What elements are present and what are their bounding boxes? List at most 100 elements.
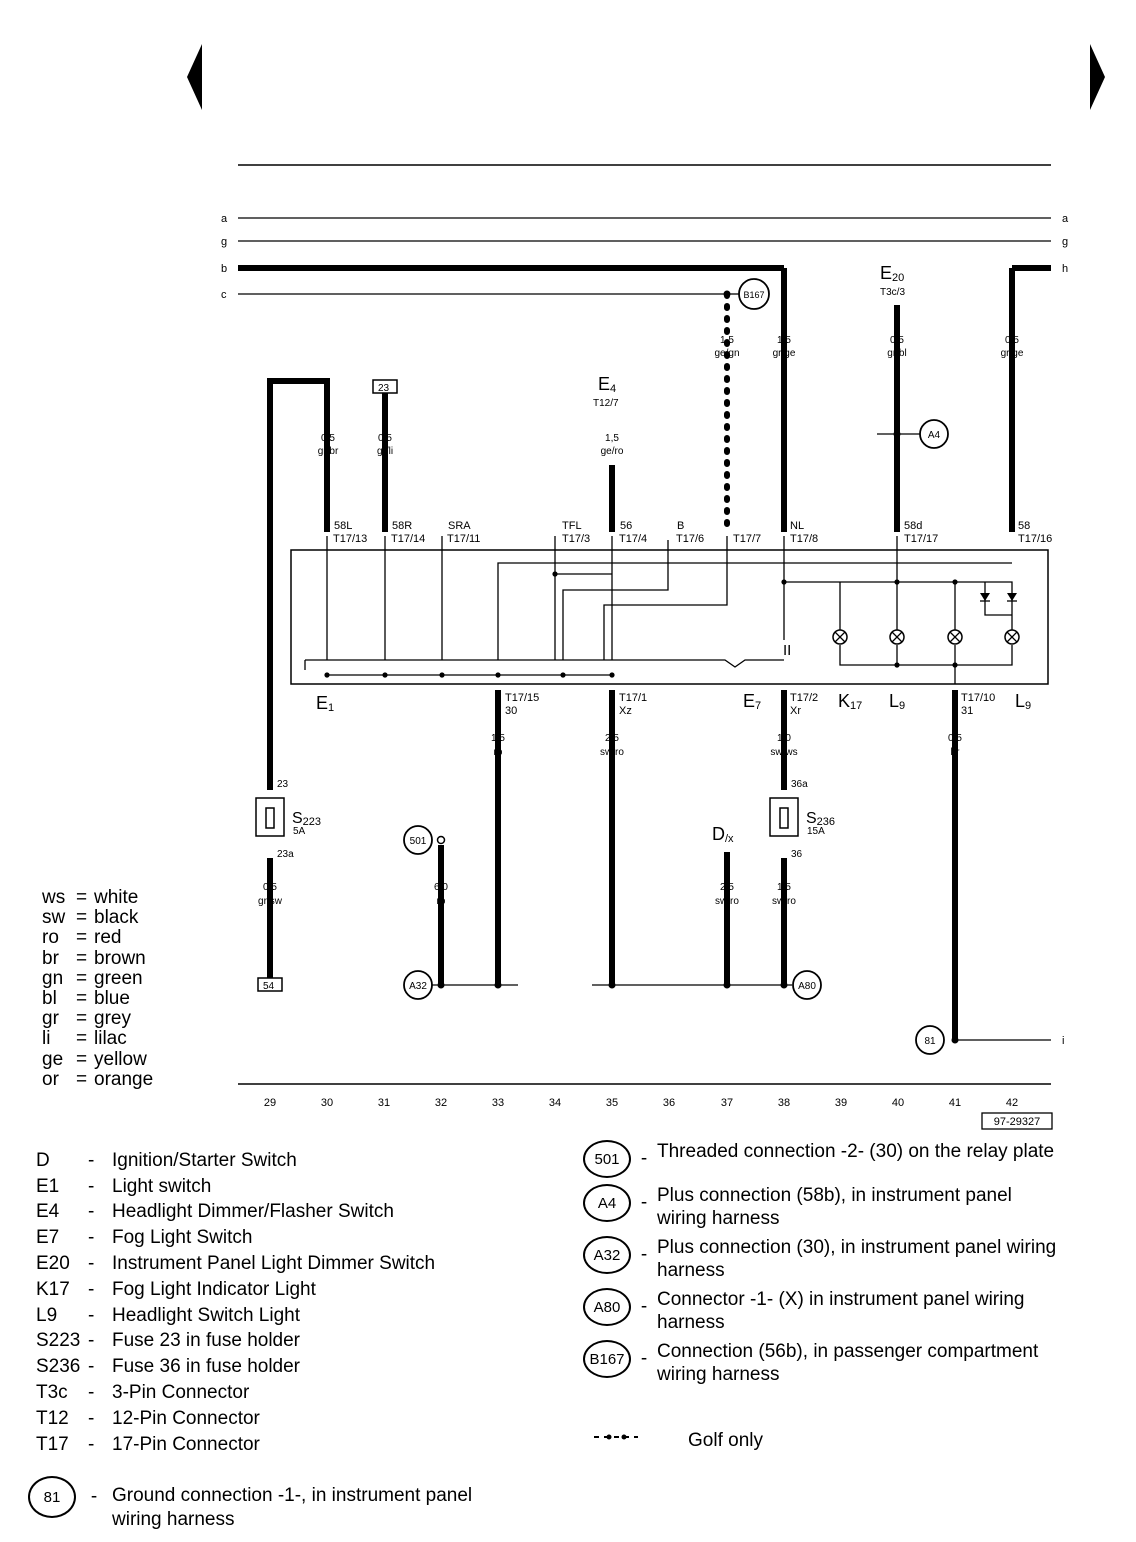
svg-text:T17/4: T17/4 [619,533,647,545]
fuse-s223-out: 23a [277,849,294,860]
color-code: gn [42,967,64,989]
color-code: ws [42,887,66,908]
wire-size: 1,5 [491,733,505,744]
dash: - [88,1253,95,1275]
svg-text:NL: NL [790,520,804,532]
component-legend: D-Ignition/Starter Switch E1-Light switc… [36,1148,435,1458]
svg-text:T17/13: T17/13 [333,533,367,545]
lamp-l9-icon [947,629,963,645]
previous-page-arrow-icon[interactable] [187,44,202,110]
component-desc: Fog Light Switch [112,1227,253,1249]
connection-b167: B167 [738,278,770,310]
color-name: blue [94,988,130,1010]
component-code: E1 [36,1175,60,1197]
fuse-s236-out: 36 [791,849,803,860]
component-desc: Fuse 36 in fuse holder [112,1356,301,1378]
svg-text:30: 30 [321,1097,333,1109]
connection-desc: Threaded connection -2- (30) on the rela… [657,1140,1054,1163]
wire-color: ge/gn [714,348,739,359]
svg-text:31: 31 [378,1097,390,1109]
bus-label-left-c: c [221,289,227,301]
svg-text:T17/1: T17/1 [619,692,647,704]
fuse-s236-in: 36a [791,779,808,790]
fuse-s223-label: S223 [292,810,321,828]
color-code: gr [42,1008,59,1030]
svg-text:58R: 58R [392,520,412,532]
ground-legend: 81 - Ground connection -1-, in instrumen… [28,1476,472,1532]
dash: - [88,1356,95,1378]
next-page-arrow-icon[interactable] [1090,44,1105,110]
component-e4-connector: T12/7 [593,398,619,409]
connection-circle-icon: 501 [583,1140,631,1178]
svg-text:42: 42 [1006,1097,1018,1109]
dash: - [88,1407,95,1429]
component-code: L9 [36,1304,58,1326]
desc-line: Plus connection (30), in instrument pane… [657,1237,1057,1258]
wire-color: sw/ro [772,896,796,907]
svg-text:T17/15: T17/15 [505,692,539,704]
component-code: S236 [36,1356,81,1378]
component-code: D [36,1149,50,1171]
dashed-line-icon [594,1434,638,1440]
component-desc: Headlight Dimmer/Flasher Switch [112,1201,394,1223]
equals-sign: = [76,947,88,969]
connection-desc: Plus connection (30), in instrument pane… [657,1236,1056,1282]
connection-desc: Connector -1- (X) in instrument panel wi… [657,1288,1025,1334]
junction-dot [723,290,731,298]
wire-size: 1,5 [777,335,791,346]
svg-text:T17/14: T17/14 [391,533,425,545]
svg-text:A32: A32 [409,981,427,992]
wire-size: 1,5 [605,433,619,444]
fuse-s223-rating: 5A [293,826,306,837]
legend-row: gn=green [42,967,153,989]
dash: - [640,1192,648,1213]
legend-row: A80 - Connector -1- (X) in instrument pa… [583,1288,1113,1334]
lamp-l9-icon [1004,629,1020,645]
dash: - [88,1227,95,1249]
legend-row: A4 - Plus connection (58b), in instrumen… [583,1184,1113,1230]
legend-row: D-Ignition/Starter Switch [36,1148,435,1174]
ref-box-23-label: 23 [378,383,390,394]
color-code: or [42,1068,59,1090]
equals-sign: = [76,927,88,949]
svg-text:36: 36 [663,1097,675,1109]
component-k17-label: K17 [838,691,862,712]
component-d-label: D/x [712,824,734,845]
dash: - [640,1348,648,1369]
desc-line: Threaded connection -2- (30) on the rela… [657,1141,1055,1162]
svg-text:56: 56 [620,520,632,532]
color-name: green [94,967,143,989]
component-code: K17 [36,1278,70,1300]
connection-legend: 501 - Threaded connection -2- (30) on th… [583,1140,1113,1392]
component-desc: 17-Pin Connector [112,1433,260,1455]
bus-label-left-b: b [221,263,227,275]
svg-text:58d: 58d [904,520,922,532]
wire-58l-feed [267,378,330,790]
wire-color: gr/ge [1001,348,1024,359]
legend-row: or=orange [42,1068,153,1090]
ground-circle-icon: 81 [28,1476,76,1518]
bus-label-right-g: g [1062,236,1068,248]
desc-line: harness [657,1312,725,1333]
svg-text:T17/11: T17/11 [447,533,480,545]
connection-501: 501 [403,825,433,855]
equals-sign: = [76,1028,88,1050]
connection-a80: A80 [792,970,822,1000]
bus-label-left-g: g [221,236,227,248]
color-name: grey [94,1008,131,1030]
component-desc: 3-Pin Connector [112,1382,250,1404]
component-e7-label: E7 [743,691,761,712]
legend-row: B167 - Connection (56b), in passenger co… [583,1340,1113,1386]
legend-row: br=brown [42,947,153,969]
component-code: E7 [36,1227,60,1249]
wire-color: br [951,747,961,758]
component-desc: Instrument Panel Light Dimmer Switch [112,1253,436,1275]
wire-size: 0,5 [1005,335,1019,346]
ground-desc: Ground connection -1-, in instrument pan… [112,1476,472,1532]
svg-text:B167: B167 [743,290,764,300]
desc-line: Ground connection -1-, in instrument pan… [112,1485,473,1506]
svg-text:T17/10: T17/10 [961,692,995,704]
